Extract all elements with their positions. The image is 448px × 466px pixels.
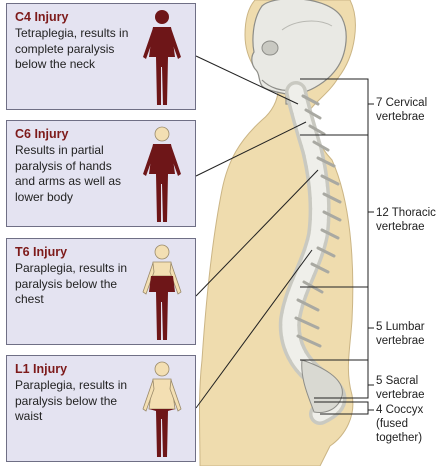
- label-lumbar: 5 Lumbar vertebrae: [376, 320, 425, 348]
- injury-description: Paraplegia, results in paralysis below t…: [15, 261, 133, 308]
- label-line: vertebrae: [376, 110, 427, 124]
- label-line: vertebrae: [376, 388, 425, 402]
- injury-title: C6 Injury: [15, 127, 69, 141]
- body-figure-below-waist: [135, 359, 189, 459]
- label-line: vertebrae: [376, 220, 436, 234]
- body-figure-full-paralysis: [135, 7, 189, 107]
- injury-title: T6 Injury: [15, 245, 67, 259]
- injury-card-c4: C4 Injury Tetraplegia, results in comple…: [6, 3, 196, 110]
- injury-card-l1: L1 Injury Paraplegia, results in paralys…: [6, 355, 196, 462]
- label-line: 4 Coccyx: [376, 403, 423, 417]
- label-line: together): [376, 431, 423, 445]
- injury-description: Tetraplegia, results in complete paralys…: [15, 26, 133, 73]
- injury-title: L1 Injury: [15, 362, 67, 376]
- label-line: 7 Cervical: [376, 96, 427, 110]
- injury-card-c6: C6 Injury Results in partial paralysis o…: [6, 120, 196, 227]
- label-cervical: 7 Cervical vertebrae: [376, 96, 427, 124]
- body-figure-partial-paralysis: [135, 124, 189, 224]
- label-thoracic: 12 Thoracic vertebrae: [376, 206, 436, 234]
- injury-description: Paraplegia, results in paralysis below t…: [15, 378, 133, 425]
- label-line: vertebrae: [376, 334, 425, 348]
- body-figure-below-chest: [135, 242, 189, 342]
- label-line: 5 Sacral: [376, 374, 425, 388]
- injury-card-t6: T6 Injury Paraplegia, results in paralys…: [6, 238, 196, 345]
- eye-socket: [262, 41, 278, 55]
- injury-description: Results in partial paralysis of hands an…: [15, 143, 133, 205]
- label-coccyx: 4 Coccyx (fused together): [376, 403, 423, 445]
- label-line: (fused: [376, 417, 423, 431]
- label-sacral: 5 Sacral vertebrae: [376, 374, 425, 402]
- injury-title: C4 Injury: [15, 10, 69, 24]
- label-line: 12 Thoracic: [376, 206, 436, 220]
- label-line: 5 Lumbar: [376, 320, 425, 334]
